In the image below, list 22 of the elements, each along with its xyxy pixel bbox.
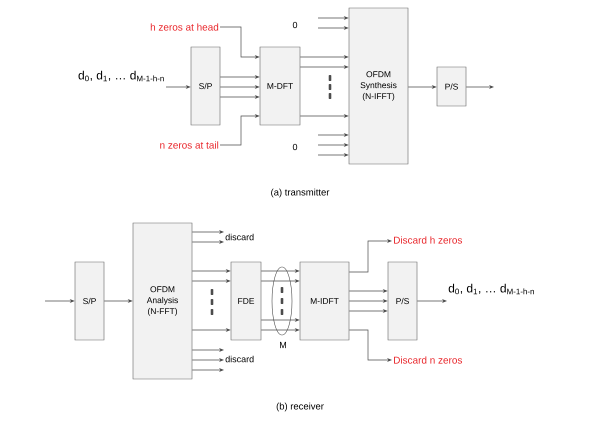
signal-label: discard bbox=[226, 234, 254, 240]
signal-label: 0 bbox=[292, 22, 298, 28]
signal-label: d$_{0}$, d$_{1}$, … d$_{M-1-h-n}$ bbox=[78, 70, 164, 82]
block-box: P/S bbox=[388, 262, 418, 340]
signal-label: h zeros at head bbox=[150, 23, 218, 31]
signal-label: discard bbox=[226, 356, 254, 362]
block-box: OFDM Analysis (N-FFT) bbox=[132, 222, 192, 380]
signal-label: M bbox=[280, 342, 286, 348]
signal-label: 0 bbox=[292, 144, 298, 150]
block-box: OFDM Synthesis (N-IFFT) bbox=[348, 8, 408, 164]
block-box: FDE bbox=[230, 262, 262, 340]
signal-label: Discard n zeros bbox=[394, 356, 462, 364]
block-box: M-DFT bbox=[260, 46, 300, 126]
subfigure-caption: (b) receiver bbox=[276, 402, 324, 412]
block-box: S/P bbox=[74, 262, 104, 340]
subfigure-caption: (a) transmitter bbox=[271, 188, 330, 198]
signal-label: Discard h zeros bbox=[394, 236, 462, 244]
block-box: P/S bbox=[436, 66, 466, 106]
signal-label: n zeros at tail bbox=[160, 141, 218, 149]
block-box: M-IDFT bbox=[300, 262, 350, 340]
signal-label: d$_{0}$, d$_{1}$, … d$_{M-1-h-n}$ bbox=[448, 284, 534, 294]
block-box: S/P bbox=[190, 46, 220, 126]
